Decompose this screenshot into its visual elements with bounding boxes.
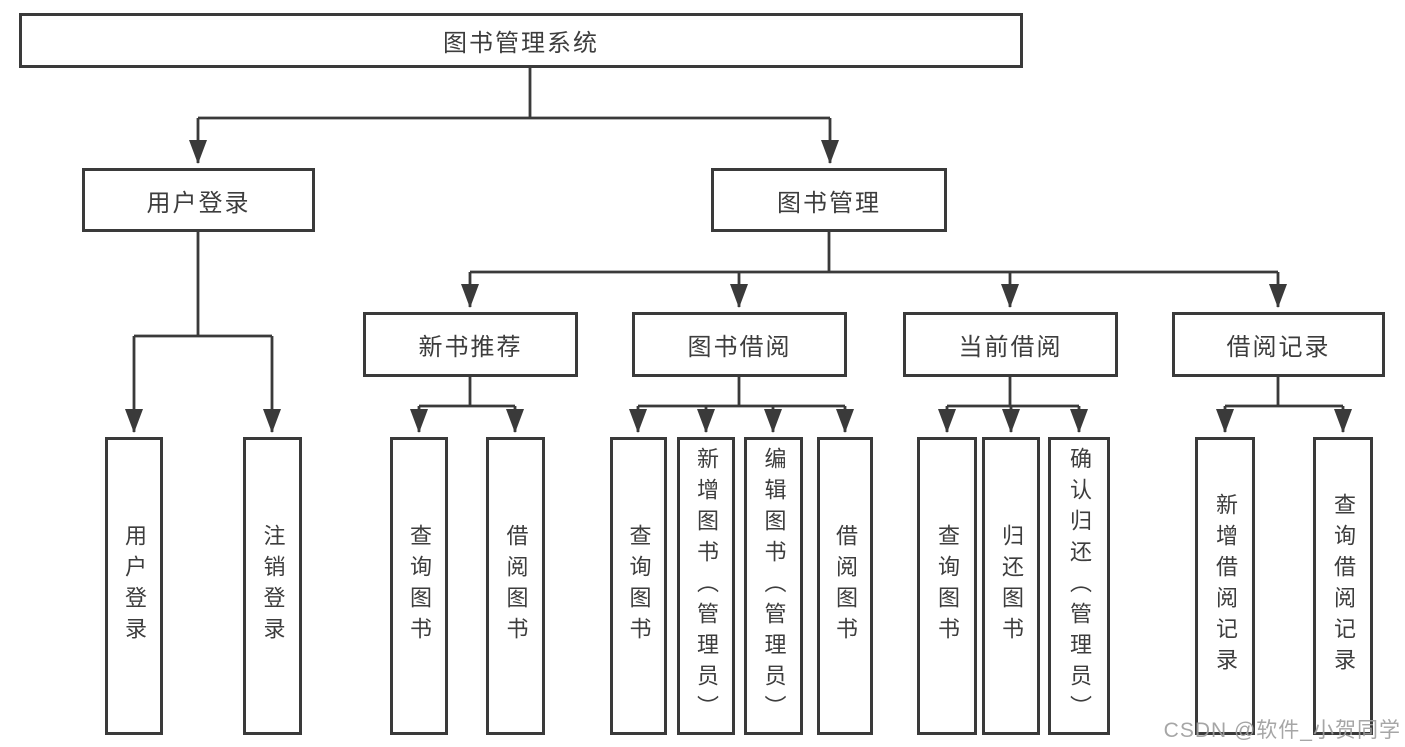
- leaf-newbook-query: 查询图书: [390, 437, 448, 735]
- node-user-login: 用户登录: [82, 168, 315, 232]
- leaf-borrow-query: 查询图书: [610, 437, 667, 735]
- node-root: 图书管理系统: [19, 13, 1023, 68]
- node-new-book-recommend: 新书推荐: [363, 312, 578, 377]
- leaf-borrow-add: 新增图书（管理员）: [677, 437, 735, 735]
- connector-rails: [134, 68, 1343, 408]
- leaf-logout: 注销登录: [243, 437, 302, 735]
- leaf-borrow-edit: 编辑图书（管理员）: [744, 437, 803, 735]
- node-current-borrow: 当前借阅: [903, 312, 1118, 377]
- leaf-borrow-borrow: 借阅图书: [817, 437, 873, 735]
- leaf-current-confirm: 确认归还（管理员）: [1048, 437, 1110, 735]
- leaf-records-query: 查询借阅记录: [1313, 437, 1373, 735]
- leaf-newbook-borrow: 借阅图书: [486, 437, 545, 735]
- leaf-current-return: 归还图书: [982, 437, 1040, 735]
- node-borrow-records: 借阅记录: [1172, 312, 1385, 377]
- leaf-user-login: 用户登录: [105, 437, 163, 735]
- node-book-management: 图书管理: [711, 168, 947, 232]
- leaf-current-query: 查询图书: [917, 437, 977, 735]
- csdn-watermark: CSDN @软件_小贺同学: [1163, 719, 1401, 742]
- node-book-borrow: 图书借阅: [632, 312, 847, 377]
- leaf-records-add: 新增借阅记录: [1195, 437, 1255, 735]
